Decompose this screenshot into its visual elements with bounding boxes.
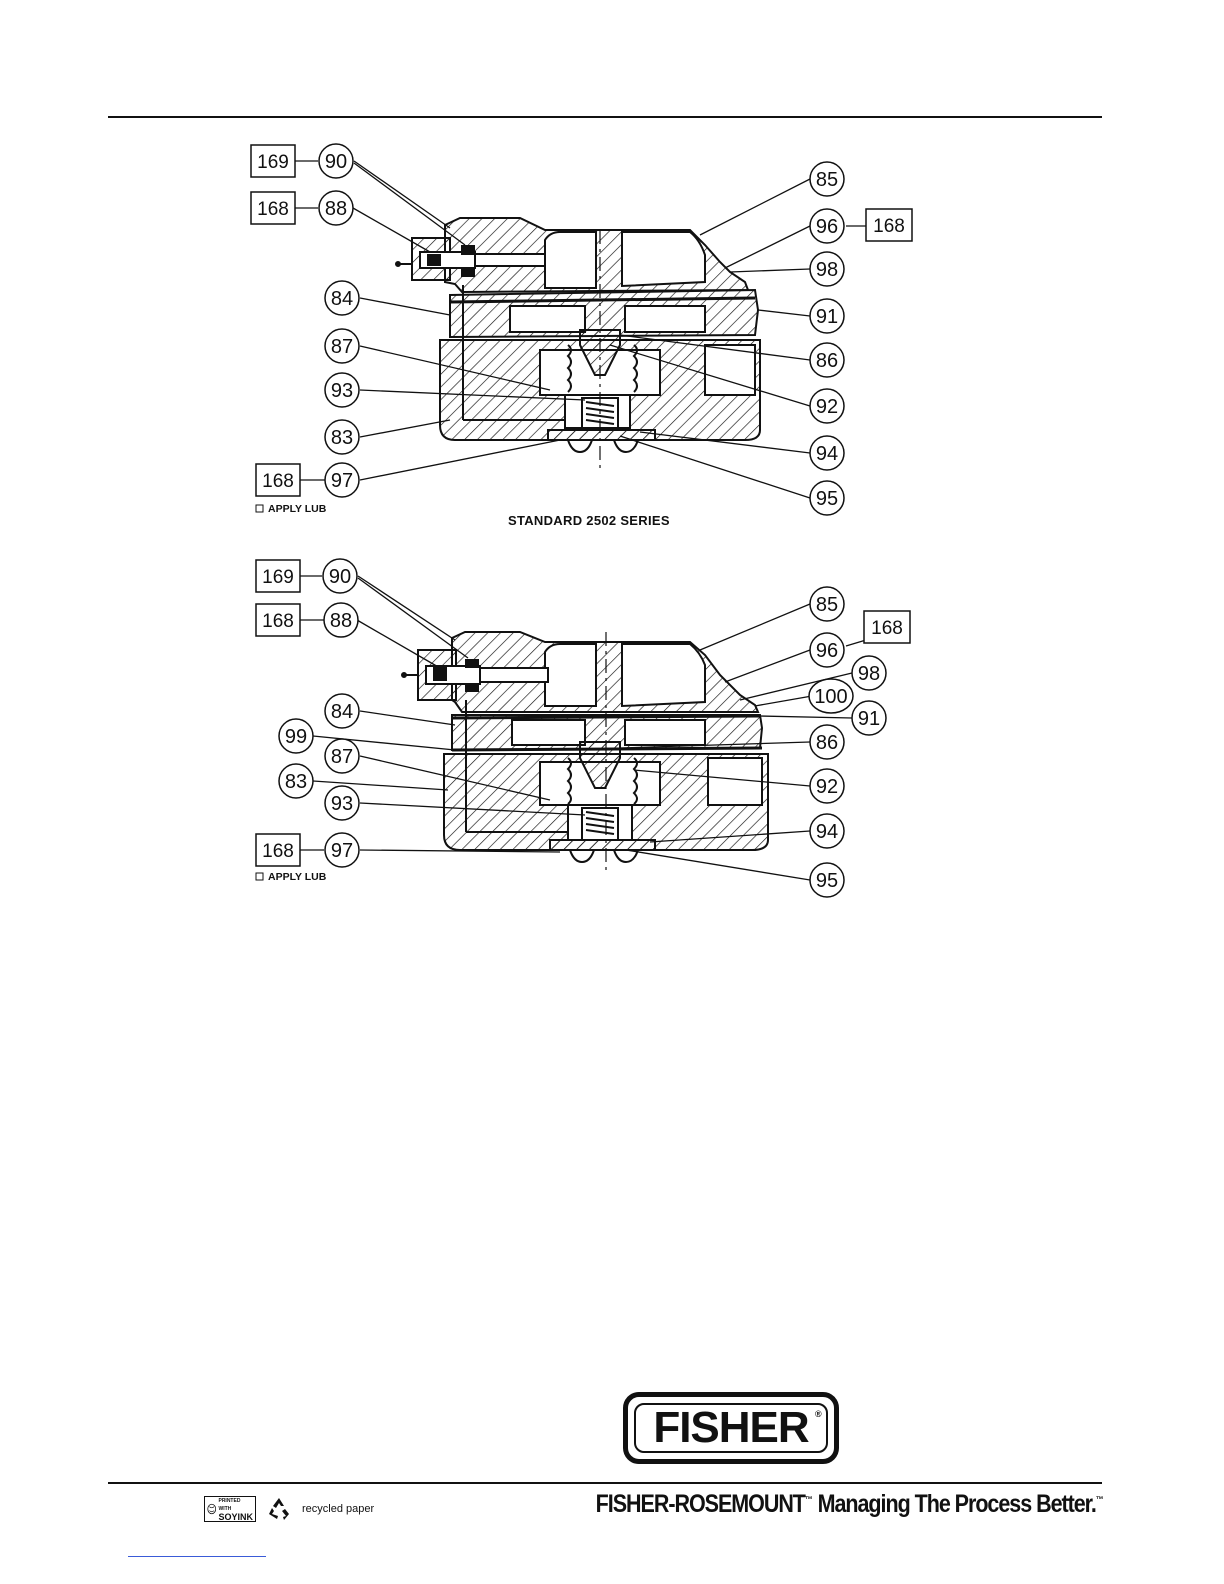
brand-slogan: Managing The Process Better. — [813, 1490, 1096, 1518]
lub-box-168: 168 — [262, 611, 294, 632]
recycled-paper-label: recycled paper — [302, 1503, 374, 1515]
callout-97: 97 — [331, 840, 353, 862]
callout-96: 96 — [816, 640, 838, 662]
soy-ink-badge: PRINTED WITH SOYINK — [204, 1496, 256, 1522]
standard-cross-section — [396, 218, 760, 470]
callout-91: 91 — [858, 708, 880, 730]
callout-85: 85 — [816, 169, 838, 191]
brand-name: FISHER-ROSEMOUNT — [596, 1490, 805, 1518]
callout-84: 84 — [331, 288, 353, 310]
link-underline — [128, 1556, 266, 1557]
lub-box-169: 169 — [262, 567, 294, 588]
fisher-logo: FISHER ® — [623, 1392, 839, 1464]
bottom-rule — [108, 1482, 1102, 1484]
lub-box-168: 168 — [262, 471, 294, 492]
fisher-rosemount-tagline: FISHER-ROSEMOUNT ™ Managing The Process B… — [596, 1490, 1104, 1519]
alternate-cross-section — [402, 632, 768, 875]
callout-83: 83 — [331, 427, 353, 449]
callout-86: 86 — [816, 350, 838, 372]
print-credits: PRINTED WITH SOYINK recycled paper — [204, 1494, 374, 1524]
soy-ink-text: PRINTED WITH SOYINK — [218, 1497, 253, 1521]
callout-84: 84 — [331, 701, 353, 723]
apply-lub-note: APPLY LUB — [268, 503, 327, 515]
callout-95: 95 — [816, 488, 838, 510]
callout-92: 92 — [816, 776, 838, 798]
callout-97: 97 — [331, 470, 353, 492]
soy-ink-line-1: PRINTED WITH — [218, 1497, 253, 1513]
callout-88: 88 — [325, 198, 347, 220]
callout-90: 90 — [325, 151, 347, 173]
callout-94: 94 — [816, 443, 838, 465]
lub-legend-square — [256, 873, 263, 880]
callout-93: 93 — [331, 793, 353, 815]
slogan-trademark: ™ — [1096, 1495, 1104, 1505]
callout-98: 98 — [816, 259, 838, 281]
callout-99: 99 — [285, 726, 307, 748]
callout-95: 95 — [816, 870, 838, 892]
lub-box-168: 168 — [262, 841, 294, 862]
callout-98: 98 — [858, 663, 880, 685]
callout-92: 92 — [816, 396, 838, 418]
callout-90: 90 — [329, 566, 351, 588]
callout-96: 96 — [816, 216, 838, 238]
callout-85: 85 — [816, 594, 838, 616]
callout-87: 87 — [331, 746, 353, 768]
callout-93: 93 — [331, 380, 353, 402]
apply-lub-note: APPLY LUB — [268, 871, 327, 883]
logo-registered-mark: ® — [815, 1409, 821, 1419]
recycle-icon — [266, 1496, 292, 1522]
figure-caption: STANDARD 2502 SERIES — [508, 513, 670, 528]
callout-100: 100 — [814, 686, 847, 708]
logo-text: FISHER® — [653, 1403, 808, 1453]
standard-2502-series-drawing: 90 88 84 87 93 83 97 85 96 98 91 86 92 9… — [0, 0, 1224, 540]
lub-box-168: 168 — [871, 618, 903, 639]
lub-box-168: 168 — [873, 216, 905, 237]
callout-88: 88 — [330, 610, 352, 632]
alternate-construction-drawing: 90 88 84 99 87 83 93 97 85 96 98 100 91 … — [0, 540, 1224, 920]
callout-91: 91 — [816, 306, 838, 328]
callout-87: 87 — [331, 336, 353, 358]
lub-box-169: 169 — [257, 152, 289, 173]
lub-box-168: 168 — [257, 199, 289, 220]
soy-ink-line-2: SOYINK — [218, 1513, 253, 1521]
lub-legend-square — [256, 505, 263, 512]
callout-83: 83 — [285, 771, 307, 793]
callout-94: 94 — [816, 821, 838, 843]
logo-wordmark: FISHER — [653, 1403, 808, 1452]
soybean-icon — [207, 1502, 216, 1516]
callout-86: 86 — [816, 732, 838, 754]
